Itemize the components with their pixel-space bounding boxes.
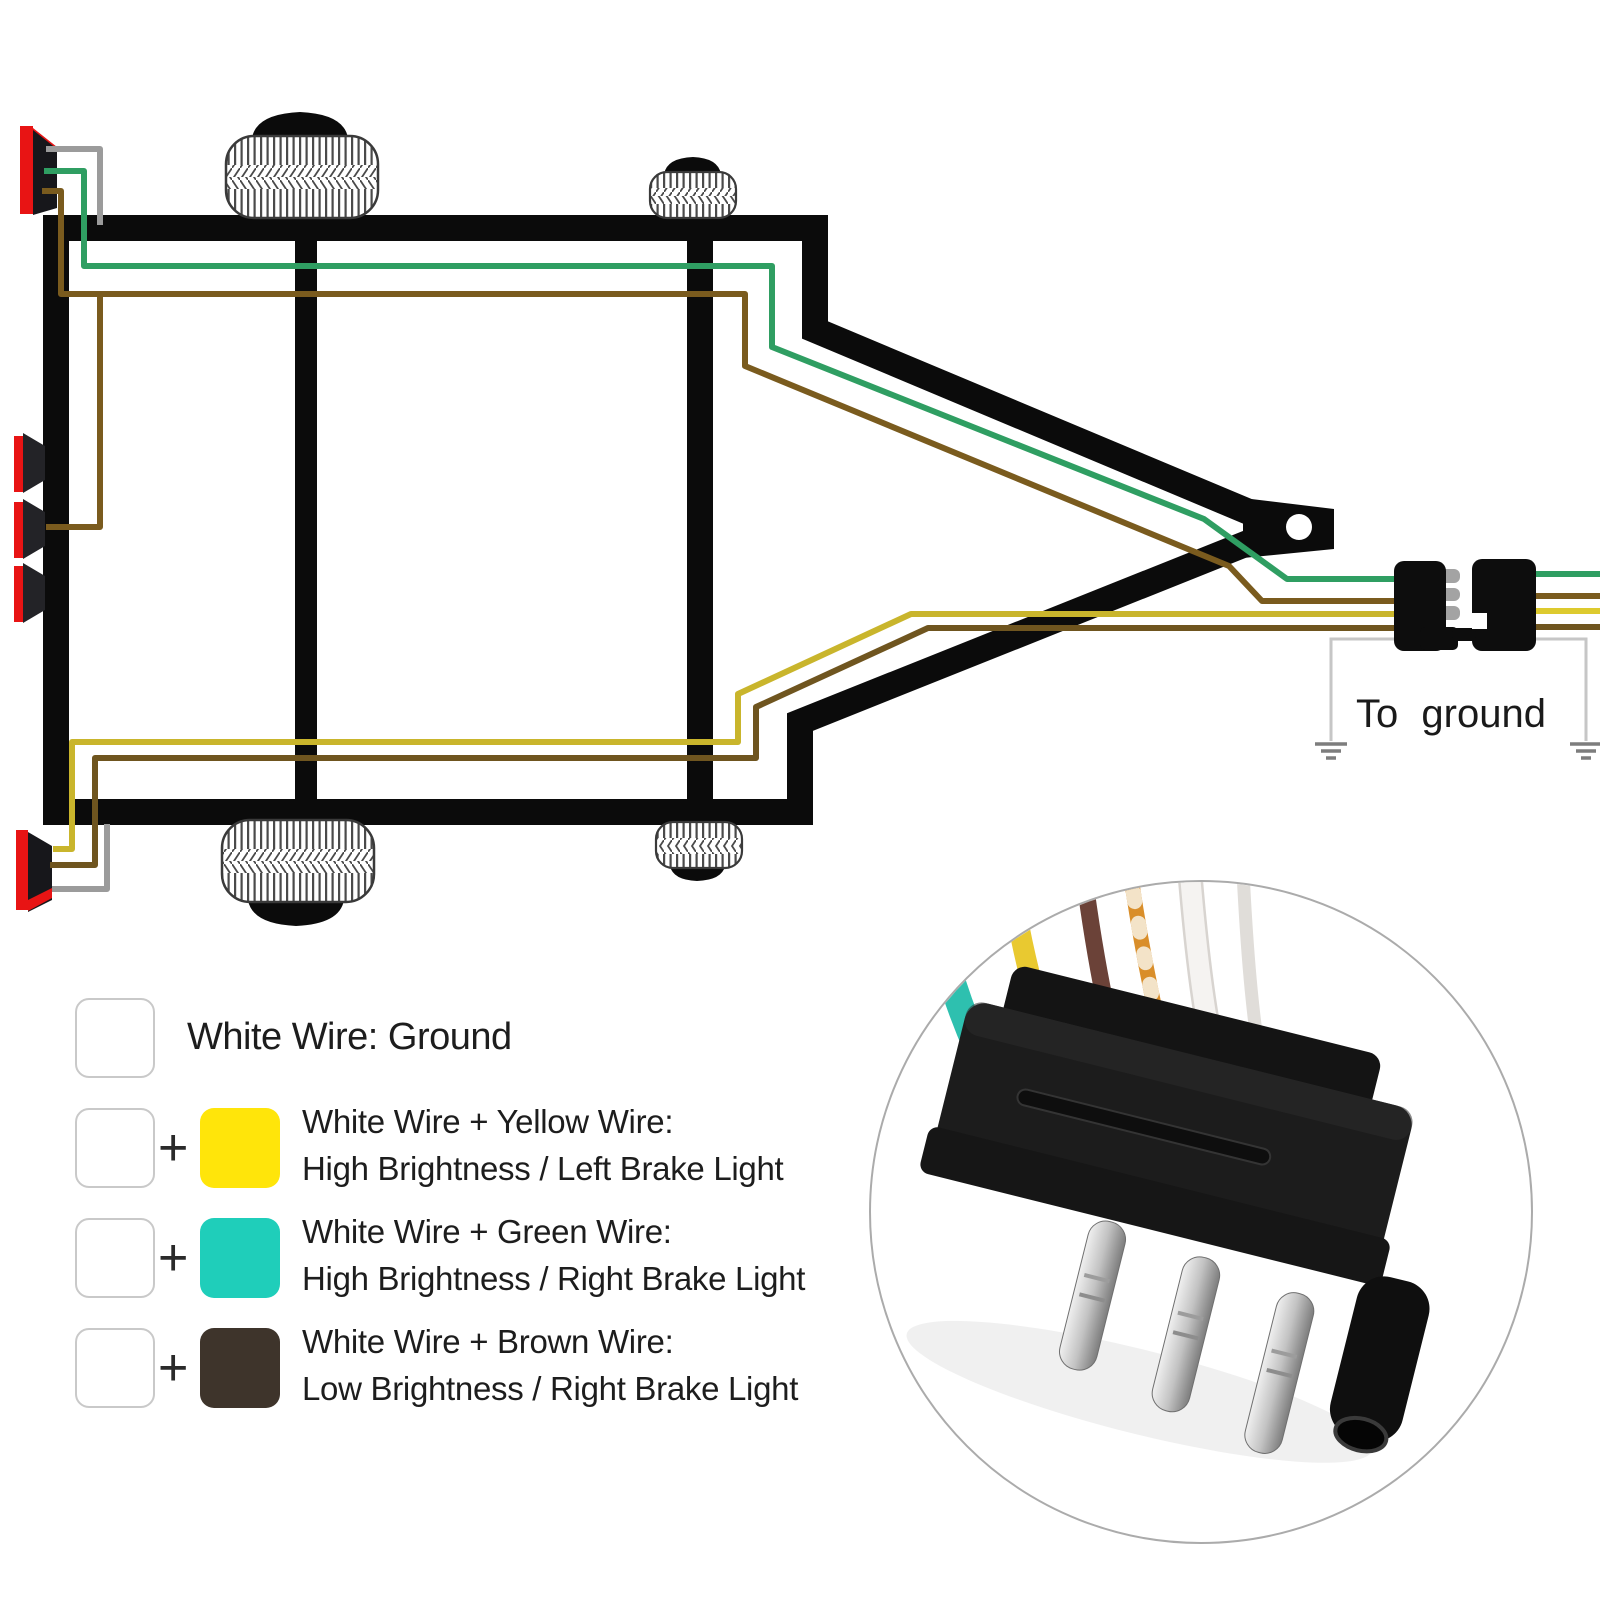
tire-front-left (224, 112, 380, 220)
fender (252, 112, 348, 138)
ground-symbol-left (1315, 742, 1347, 760)
ground-symbol-right (1570, 742, 1600, 760)
brown-wire-bottom (50, 625, 1398, 868)
fender (248, 900, 344, 926)
inset-connector-pins (1059, 1220, 1315, 1454)
plus-sign: + (158, 1119, 189, 1177)
inset-connector-socket (1329, 1276, 1430, 1454)
hitch-ball-hole (1286, 514, 1312, 540)
white-ground-wire-left (46, 146, 103, 225)
tire-rear-left (648, 157, 738, 220)
legend-swatch-white (75, 1218, 155, 1298)
legend-line: White Wire + Brown Wire: (302, 1323, 674, 1360)
green-wire (44, 168, 1398, 582)
trailer-frame (43, 215, 1274, 825)
legend-label-ground: White Wire: Ground (187, 1016, 512, 1058)
side-marker-light-3 (14, 563, 45, 623)
side-marker-light-2 (14, 499, 45, 559)
fender (670, 866, 725, 881)
legend-swatch-white (75, 998, 155, 1078)
trailer-wiring-diagram: To ground (14, 112, 1600, 926)
legend-label-green: White Wire + Green Wire: High Brightness… (302, 1208, 805, 1302)
ground-connection: To ground (1315, 637, 1600, 760)
connector-plug-trailer-side (1394, 561, 1458, 651)
legend-line: High Brightness / Right Brake Light (302, 1260, 806, 1297)
legend-line: Low Brightness / Right Brake Light (302, 1370, 799, 1407)
brown-wire-marker-branch (46, 294, 103, 530)
fender (664, 157, 721, 174)
legend-swatch-white (75, 1108, 155, 1188)
legend-label-yellow: White Wire + Yellow Wire: High Brightnes… (302, 1098, 784, 1192)
connector-plug-vehicle-side (1452, 559, 1536, 651)
brown-wire-top (42, 188, 1398, 604)
wire-harness (42, 146, 1600, 892)
plus-sign: + (158, 1229, 189, 1287)
legend-swatch-green (200, 1218, 280, 1298)
legend-line: White Wire + Green Wire: (302, 1213, 672, 1250)
legend-line: White Wire + Yellow Wire: (302, 1103, 674, 1140)
connector-photo (906, 882, 1430, 1463)
inset-connector-body (906, 966, 1430, 1463)
yellow-wire (53, 611, 1398, 852)
tail-light-right (16, 830, 52, 912)
legend-swatch-brown (200, 1328, 280, 1408)
plus-sign: + (158, 1339, 189, 1397)
side-marker-light-1 (14, 433, 45, 493)
legend-label-brown: White Wire + Brown Wire: Low Brightness … (302, 1318, 798, 1412)
legend-swatch-white (75, 1328, 155, 1408)
to-ground-label: To ground (1356, 692, 1546, 736)
tire-front-right (220, 818, 376, 926)
connector-photo-inset (869, 880, 1533, 1544)
coupler (1243, 498, 1334, 558)
four-pin-connector (1394, 559, 1536, 651)
legend-swatch-yellow (200, 1108, 280, 1188)
white-ground-wire-right (52, 824, 110, 892)
legend-line: High Brightness / Left Brake Light (302, 1150, 784, 1187)
tire-rear-right (654, 820, 744, 881)
